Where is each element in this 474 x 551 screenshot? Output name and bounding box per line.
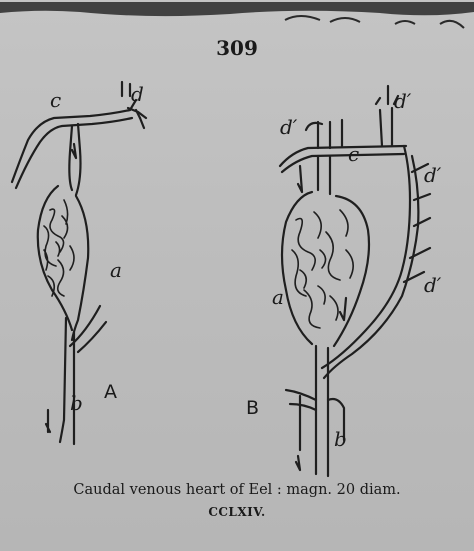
figure-caption: Caudal venous heart of Eel : magn. 20 di…: [0, 482, 474, 498]
label-d-prime-2: d′: [394, 89, 412, 113]
label-a-panel-a: a: [110, 258, 122, 282]
label-d-panel-a: d: [131, 82, 144, 106]
label-b-panel-b: b: [334, 427, 347, 451]
label-d-prime-3: d′: [424, 163, 442, 187]
eel-caudal-heart-illustration: c d a b A d′ d′ c d′ d′ a b B: [0, 0, 474, 480]
label-c-panel-a: c: [50, 88, 61, 112]
label-a-panel-b: a: [272, 285, 284, 309]
label-c-panel-b: c: [348, 142, 359, 166]
panel-label-a: A: [104, 381, 117, 403]
panel-a-drawing: [12, 82, 146, 444]
label-d-prime-1: d′: [280, 115, 298, 139]
panel-label-b: B: [246, 397, 259, 419]
label-b-panel-a: b: [70, 391, 83, 415]
label-d-prime-4: d′: [424, 273, 442, 297]
plate-number: CCLXIV.: [0, 505, 474, 519]
